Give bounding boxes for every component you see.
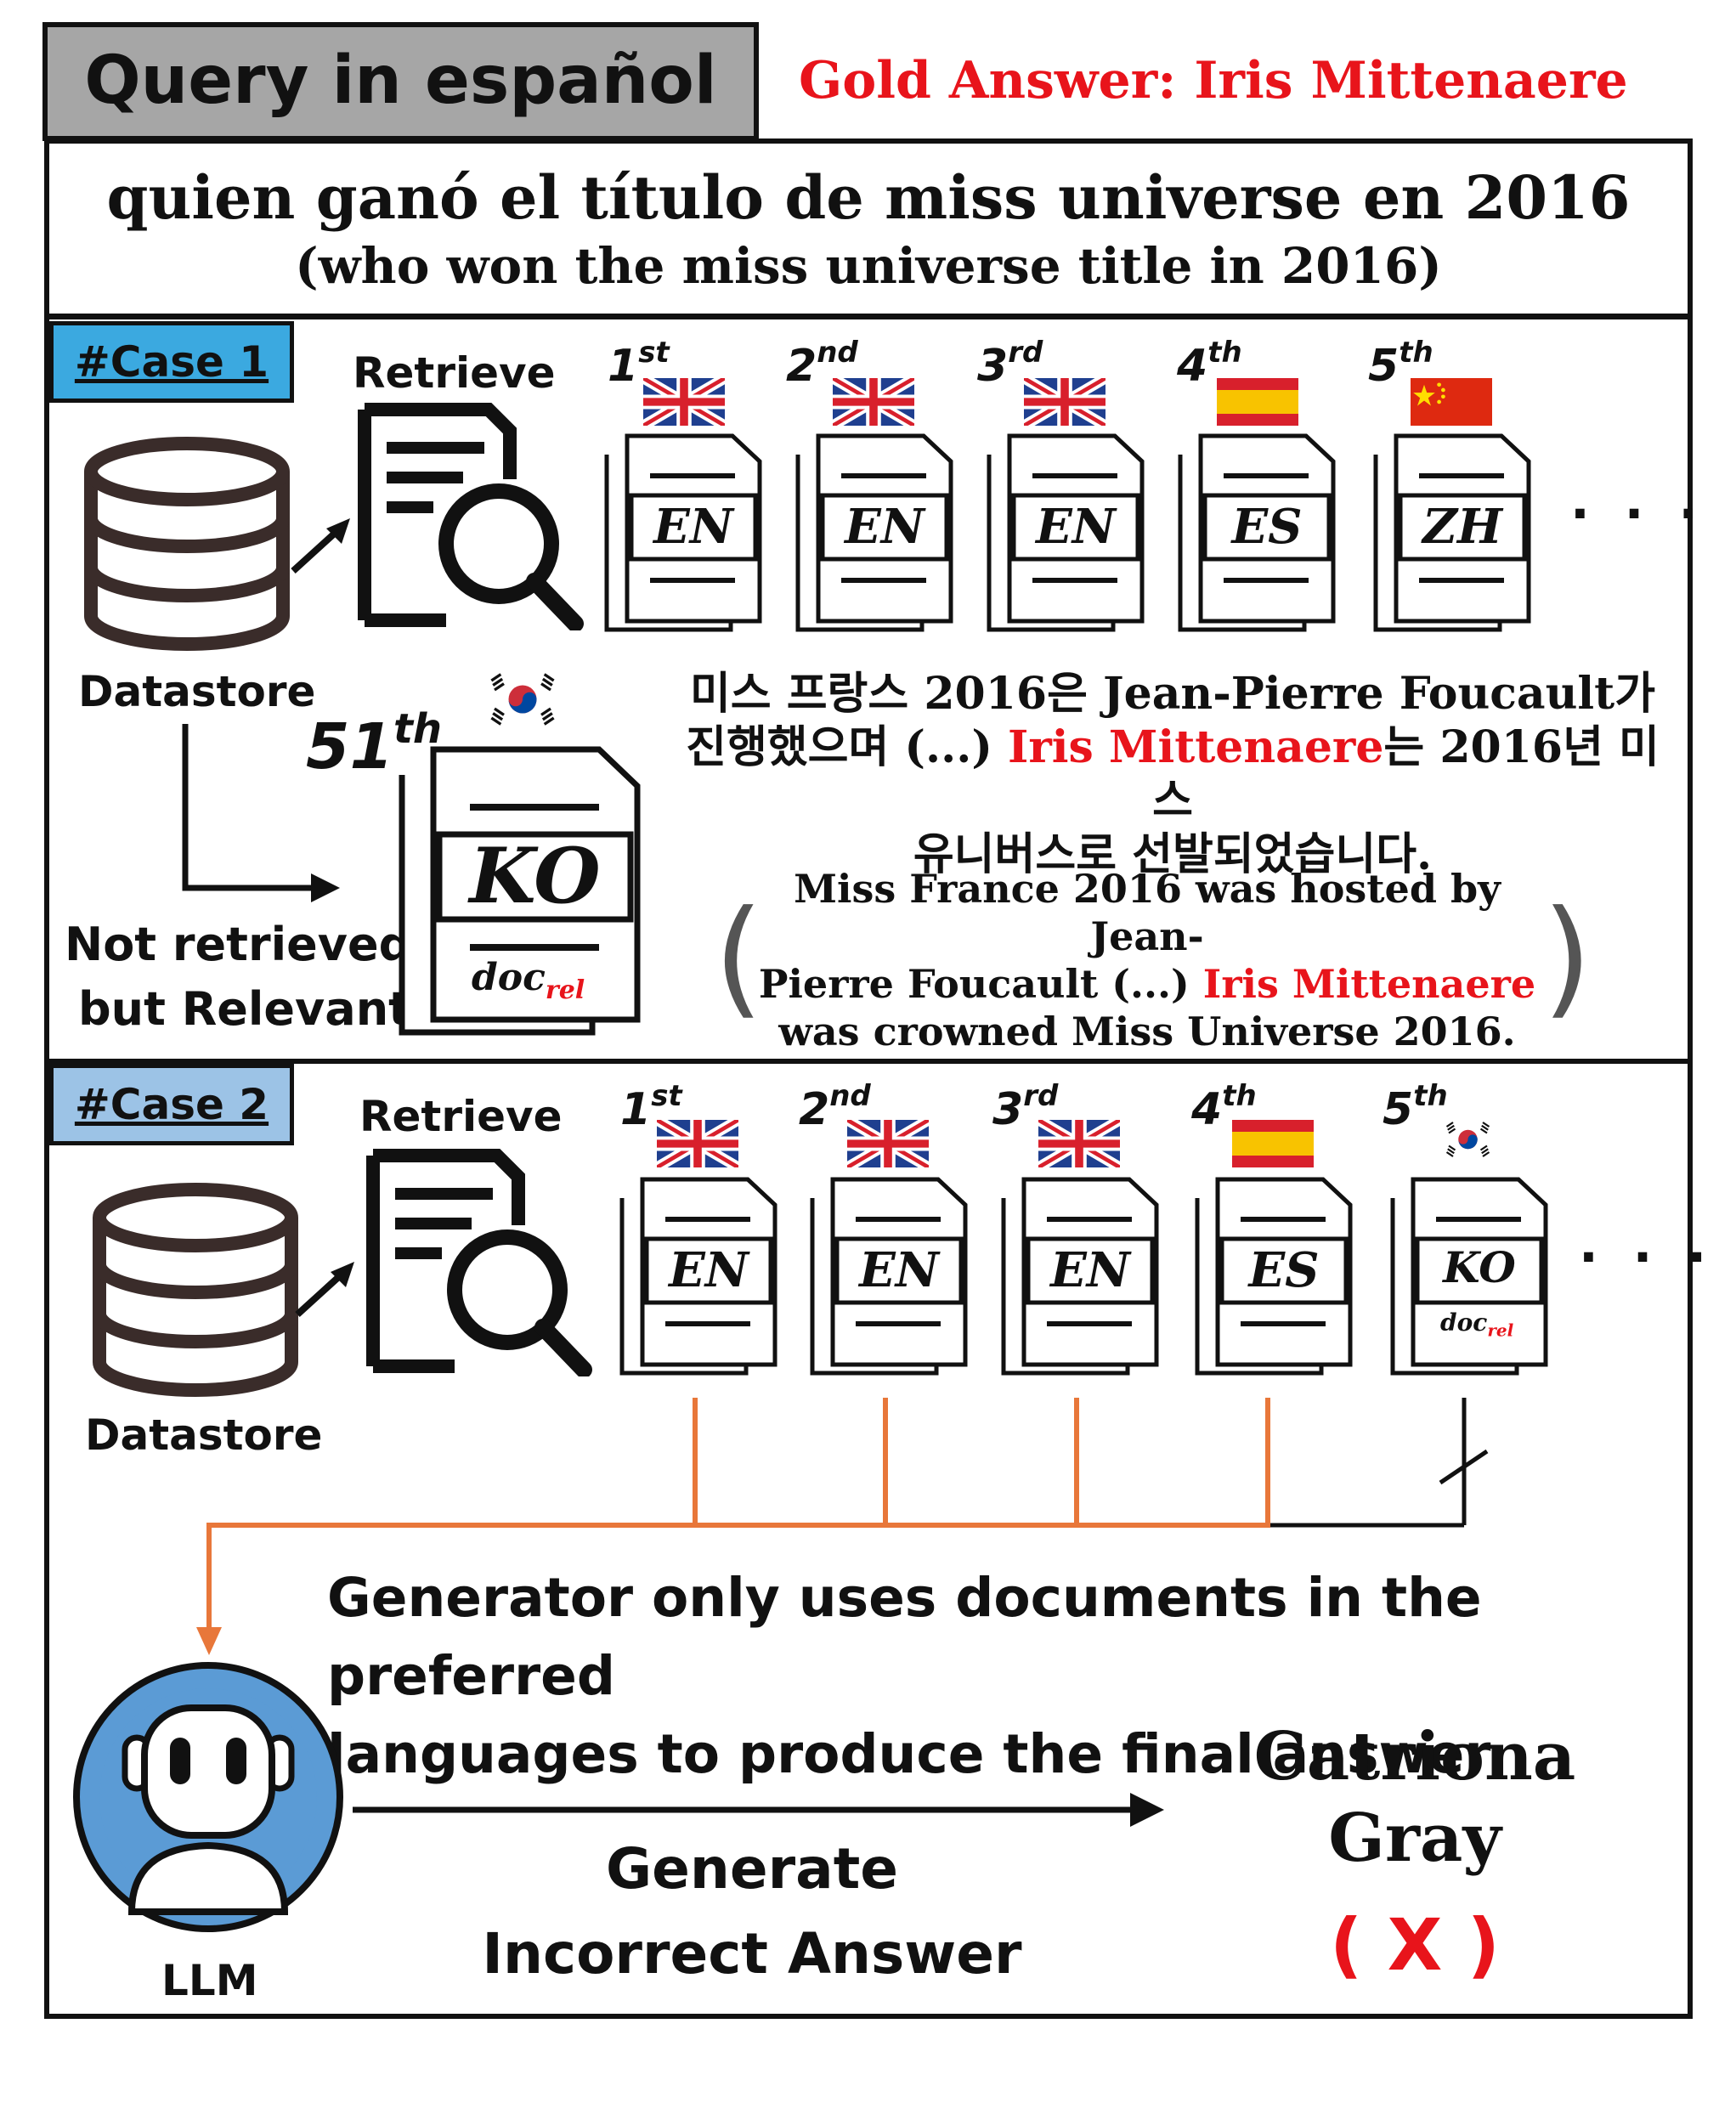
generate-label: Generate Incorrect Answer [476,1827,1028,1997]
database-icon [89,1179,302,1400]
retrieve-search-icon [361,1147,595,1378]
uk-flag-icon [844,1115,932,1173]
doc-lang-label: EN [845,499,925,555]
korean-line3: 유니버스로 선발되었습니다. [913,828,1433,880]
case2-doc-1: EN [619,1173,780,1376]
generator-line1: Generator only uses documents in the pre… [327,1567,1482,1707]
korea-flag-icon [476,665,569,733]
uk-flag-icon [1035,1115,1123,1173]
database-icon [81,433,293,654]
translation-passage: Miss France 2016 was hosted by Jean- Pie… [756,865,1538,1055]
doc-rel-label: docrel [1440,1309,1514,1341]
case2-rank-1: 1st [620,1079,682,1135]
case1-doc-5: ZH [1372,429,1534,633]
incorrect-verdict: ( X ) [1329,1903,1501,1987]
llm-robot-icon [72,1657,353,1937]
case1-ellipsis: · · · [1570,484,1707,544]
doc-lang-label: EN [669,1242,749,1298]
case1-rank-2: 2nd [786,336,858,392]
not-retrieved-arrow [170,722,348,909]
case1-doc-3: EN [986,429,1147,633]
case2-doc-3: EN [1000,1173,1162,1376]
uk-flag-icon [640,373,728,431]
case1-doc-2: EN [794,429,956,633]
translation-line2: Pierre Foucault (...) Iris Mittenaere [758,961,1536,1007]
paren-close: ) [1542,884,1592,1032]
case1-rank-51: 51th [306,705,443,783]
spain-flag-icon [1232,1120,1314,1167]
case1-rank-5: 5th [1368,336,1433,392]
case1-relevant-doc: KO docrel [395,739,650,1037]
case1-rank-4: 4th [1177,336,1242,392]
doc-lang-label: KO [1443,1242,1516,1292]
gold-answer: Gold Answer: Iris Mittenaere [799,51,1628,110]
case2-label: #Case 2 [49,1064,294,1145]
doc-lang-label: ES [1248,1242,1320,1298]
retrieve-search-icon [353,401,586,632]
case2-rank-5: 5th [1383,1079,1448,1135]
case1-retrieve-label: Retrieve [353,348,556,398]
case2-rank-4: 4th [1191,1079,1257,1135]
not-retrieved-line1: Not retrieved [65,918,412,971]
translation-line1: Miss France 2016 was hosted by Jean- [794,866,1501,959]
korean-passage: 미스 프랑스 2016은 Jean-Pierre Foucault가 진행했으며… [671,667,1674,881]
korean-line2: 진행했으며 (...) Iris Mittenaere는 2016년 미스 [686,721,1660,827]
case2-doc-2: EN [809,1173,970,1376]
case1-doc-1: EN [603,429,765,633]
case1-rank-3: 3rd [977,336,1043,392]
generate-line2: Incorrect Answer [482,1921,1022,1987]
china-flag-icon [1411,378,1492,426]
case1-relevant-lang: KO [469,831,601,921]
case2-rank-2: 2nd [799,1079,871,1135]
not-retrieved-line2: but Relevant [78,982,410,1036]
llm-label: LLM [161,1956,258,2005]
case1-label: #Case 1 [49,321,294,403]
query-label-box: Query in español [42,22,759,141]
doc-lang-label: EN [1050,1242,1130,1298]
uk-flag-icon [653,1115,742,1173]
query-spanish: quien ganó el título de miss universe en… [106,162,1631,233]
doc-lang-label: EN [653,499,733,555]
case2-retrieve-label: Retrieve [359,1092,563,1141]
query-english: (who won the miss universe title in 2016… [295,237,1442,295]
case1-doc-4: ES [1177,429,1338,633]
uk-flag-icon [1021,373,1109,431]
arrow-icon [293,1253,361,1321]
korea-flag-icon [1436,1115,1500,1164]
query-label: Query in español [84,42,717,119]
generate-line1: Generate [605,1836,899,1902]
paren-open: ( [714,884,764,1032]
case1-datastore-label: Datastore [78,667,316,716]
generator-line2: languages to produce the final answer [327,1723,1491,1785]
arrow-icon [289,510,357,578]
case1-rank-1: 1st [608,336,670,392]
korean-line1: 미스 프랑스 2016은 Jean-Pierre Foucault가 [689,668,1656,720]
case2-doc-4: ES [1194,1173,1355,1376]
query-box: quien ganó el título de miss universe en… [44,138,1693,319]
generator-text: Generator only uses documents in the pre… [327,1559,1736,1794]
doc-lang-label: ZH [1422,499,1502,555]
final-answer: Catriona Gray [1224,1716,1606,1879]
doc-lang-label: EN [1036,499,1116,555]
case2-doc-5: KO docrel [1389,1173,1551,1376]
case2-datastore-label: Datastore [85,1410,323,1460]
spain-flag-icon [1217,378,1298,426]
translation-line3: was crowned Miss Universe 2016. [778,1009,1516,1054]
doc-lang-label: EN [859,1242,939,1298]
doc-lang-label: ES [1231,499,1303,555]
answer-line2: Gray [1328,1800,1501,1877]
answer-line1: Catriona [1253,1718,1576,1795]
case1-relevant-doc-label: docrel [472,956,585,1005]
uk-flag-icon [829,373,918,431]
case2-ellipsis: · · · [1579,1228,1716,1287]
generate-arrow [353,1784,1168,1835]
case2-rank-3: 3rd [992,1079,1059,1135]
